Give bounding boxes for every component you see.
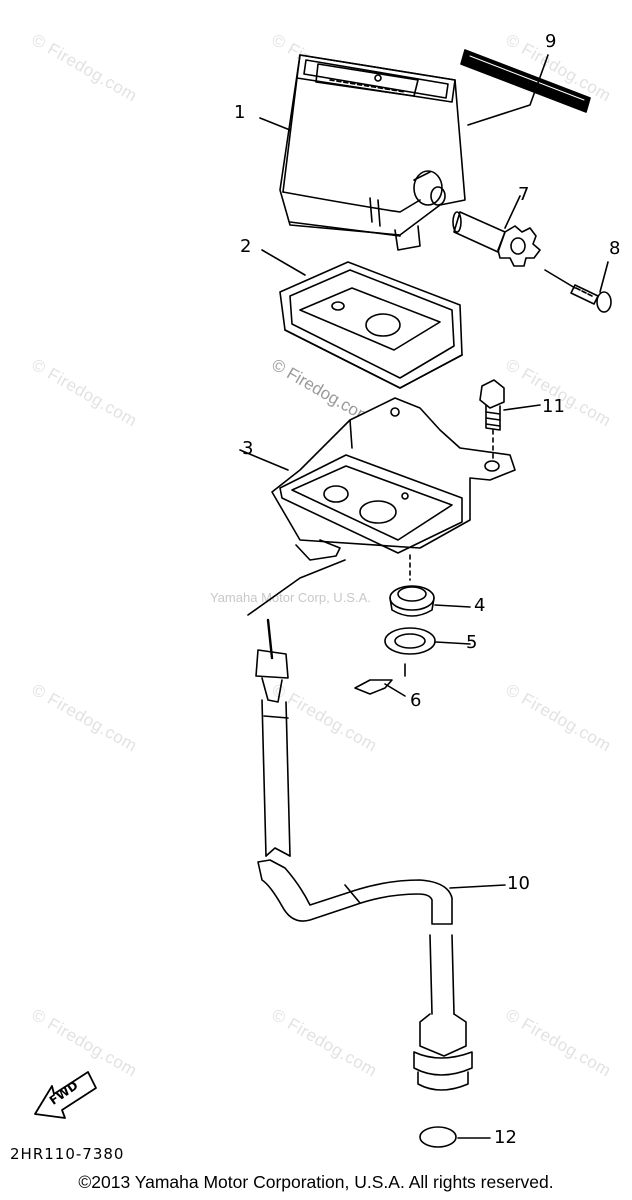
callout-12: 12 [494,1127,517,1148]
seal-strip [460,49,591,113]
speedometer-cable [255,618,473,1091]
part-code: 2HR110-7380 [10,1145,125,1163]
fwd-arrow-icon [34,1071,97,1119]
callout-9: 9 [545,31,557,52]
callout-10: 10 [507,873,530,894]
callout-2: 2 [240,236,252,257]
cushion-upper [279,261,463,389]
callout-4: 4 [474,595,486,616]
meter-bracket [271,397,516,561]
screw [570,284,612,313]
callout-8: 8 [609,238,621,259]
bolt [479,379,505,463]
callout-7: 7 [518,184,530,205]
grommet [389,585,435,617]
callout-6: 6 [410,690,422,711]
drive-gear [452,211,541,267]
callout-3: 3 [242,438,254,459]
callout-5: 5 [466,632,478,653]
clip [354,663,406,695]
callout-1: 1 [234,102,246,123]
speedometer-housing [279,54,466,251]
callout-11: 11 [542,396,565,417]
watermark-yamaha: Yamaha Motor Corp, U.S.A. [210,590,371,605]
copyright-notice: ©2013 Yamaha Motor Corporation, U.S.A. A… [78,1172,554,1192]
washer [384,627,436,655]
o-ring [419,1126,457,1148]
